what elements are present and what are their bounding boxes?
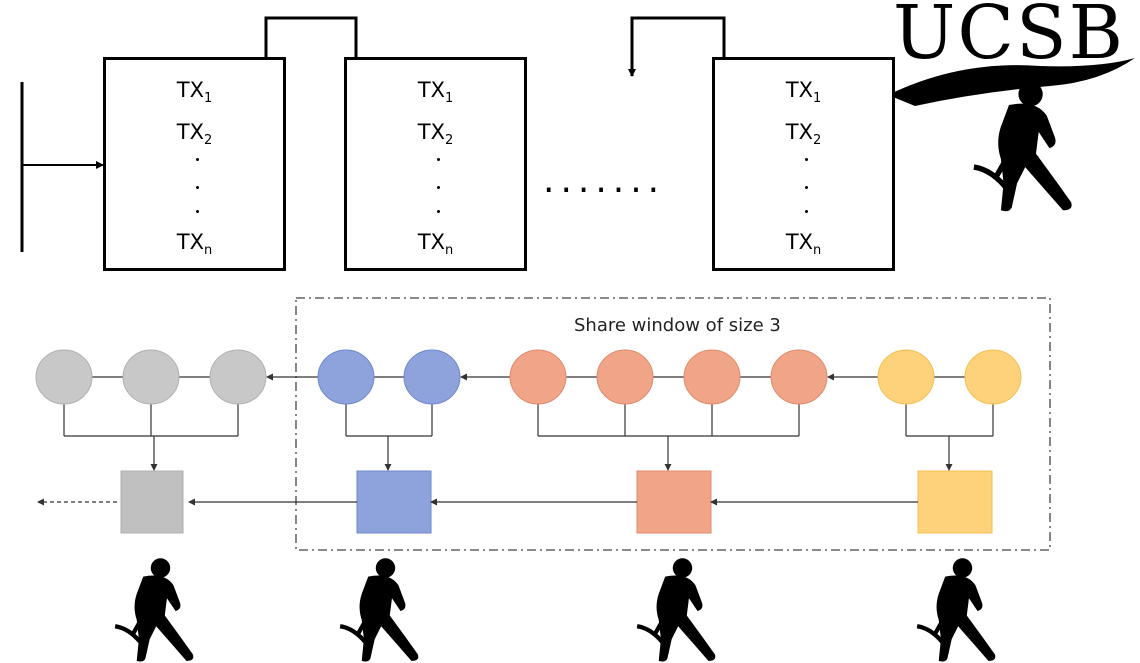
tx-entry: TX1	[785, 78, 822, 106]
vertical-ellipsis-dot	[437, 210, 440, 213]
vertical-ellipsis-dot	[437, 158, 440, 161]
share-circle	[964, 349, 1022, 405]
share-circle	[683, 349, 741, 405]
vertical-ellipsis-dot	[196, 210, 199, 213]
logo-miner-icon	[974, 82, 1072, 211]
mined-block	[356, 470, 432, 534]
miner-icon	[637, 558, 715, 661]
miner-icon	[917, 558, 995, 661]
tx-entry: TX2	[417, 120, 454, 148]
ucsb-logo-text: UCSB	[893, 0, 1126, 76]
tx-entry: TXn	[417, 230, 454, 258]
arrow-block3-to-previous	[628, 16, 726, 77]
vertical-ellipsis-dot	[437, 186, 440, 189]
share-circle	[877, 349, 935, 405]
logo-pickaxe-wing	[888, 58, 1135, 106]
block-1: TX1 TX2 TXn	[103, 57, 286, 271]
share-chain	[35, 349, 1022, 534]
share-circle	[35, 349, 93, 405]
mined-block	[917, 470, 993, 534]
share-window-label: Share window of size 3	[574, 315, 781, 336]
tx-entry: TX1	[176, 78, 213, 106]
share-circle	[596, 349, 654, 405]
tx-entry: TXn	[785, 230, 822, 258]
share-circle	[122, 349, 180, 405]
share-circle	[770, 349, 828, 405]
vertical-ellipsis-dot	[805, 210, 808, 213]
mined-block	[636, 470, 712, 534]
mined-block	[120, 470, 184, 534]
vertical-ellipsis-dot	[196, 186, 199, 189]
share-circle	[403, 349, 461, 405]
vertical-ellipsis-dot	[805, 158, 808, 161]
tx-entry: TXn	[176, 230, 213, 258]
vertical-ellipsis-dot	[805, 186, 808, 189]
chain-ellipsis: .......	[543, 160, 666, 201]
arrow-block2-to-block1	[262, 16, 358, 77]
block-2: TX1 TX2 TXn	[344, 57, 527, 271]
block-3: TX1 TX2 TXn	[712, 57, 895, 271]
tx-entry: TX2	[176, 120, 213, 148]
vertical-ellipsis-dot	[196, 158, 199, 161]
share-circle	[317, 349, 375, 405]
share-window-box	[295, 297, 1051, 551]
miner-icon	[340, 558, 418, 661]
share-circle	[509, 349, 567, 405]
tx-entry: TX1	[417, 78, 454, 106]
share-circle	[209, 349, 267, 405]
tx-entry: TX2	[785, 120, 822, 148]
miner-icon	[115, 558, 193, 661]
